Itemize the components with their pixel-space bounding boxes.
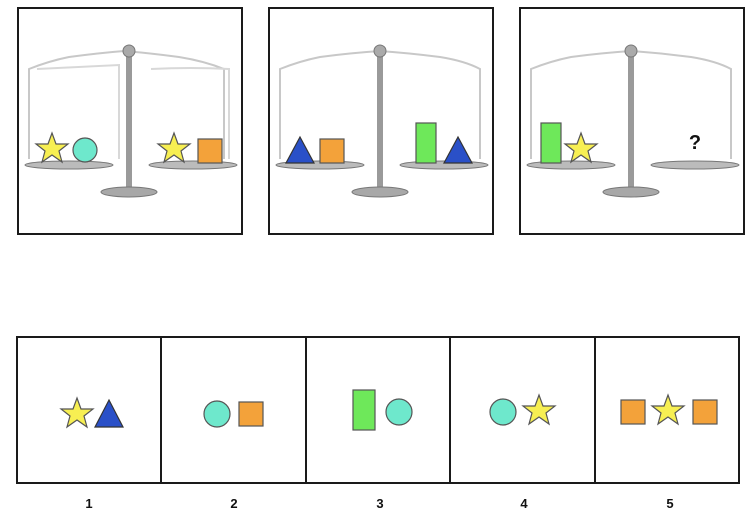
rectangle-icon [541, 123, 561, 163]
option-3-shapes [307, 338, 451, 482]
option-4-shapes [451, 338, 595, 482]
square-icon [621, 400, 645, 424]
option-1-shapes [18, 338, 162, 482]
square-icon [239, 402, 263, 426]
balance-panel-3: ? [519, 7, 745, 235]
star-icon [158, 133, 190, 162]
right-pan-items [416, 123, 472, 163]
option-5-shapes [596, 338, 740, 482]
right-pan-items: ? [689, 132, 701, 154]
balance-scale-2 [270, 9, 492, 233]
left-pan-items [286, 137, 344, 163]
balance-panel-1 [17, 7, 243, 235]
balance-scale-1 [19, 9, 241, 233]
left-pan-items [541, 123, 597, 163]
answer-options [16, 336, 740, 484]
option-number-2: 2 [224, 496, 244, 511]
scale-frame [276, 45, 488, 197]
option-4[interactable] [451, 338, 595, 482]
star-icon [61, 398, 93, 427]
option-number-1: 1 [79, 496, 99, 511]
scale-frame [527, 45, 739, 197]
option-number-4: 4 [514, 496, 534, 511]
square-icon [320, 139, 344, 163]
square-icon [198, 139, 222, 163]
triangle-icon [286, 137, 314, 163]
circle-icon [204, 401, 230, 427]
star-icon [652, 395, 684, 424]
scale-frame [25, 45, 237, 197]
balance-scale-3: ? [521, 9, 743, 233]
triangle-icon [95, 400, 123, 427]
option-number-3: 3 [370, 496, 390, 511]
question-mark: ? [689, 132, 701, 154]
option-2-shapes [162, 338, 306, 482]
circle-icon [490, 399, 516, 425]
circle-icon [73, 138, 97, 162]
option-5[interactable] [596, 338, 738, 482]
circle-icon [386, 399, 412, 425]
option-number-5: 5 [660, 496, 680, 511]
triangle-icon [444, 137, 472, 163]
option-2[interactable] [162, 338, 306, 482]
balance-panel-2 [268, 7, 494, 235]
option-1[interactable] [18, 338, 162, 482]
star-icon [523, 395, 555, 424]
option-3[interactable] [307, 338, 451, 482]
star-icon [565, 133, 597, 162]
left-pan-items [36, 133, 97, 162]
rectangle-icon [416, 123, 436, 163]
star-icon [36, 133, 68, 162]
right-pan-items [158, 133, 222, 163]
square-icon [693, 400, 717, 424]
rectangle-icon [353, 390, 375, 430]
